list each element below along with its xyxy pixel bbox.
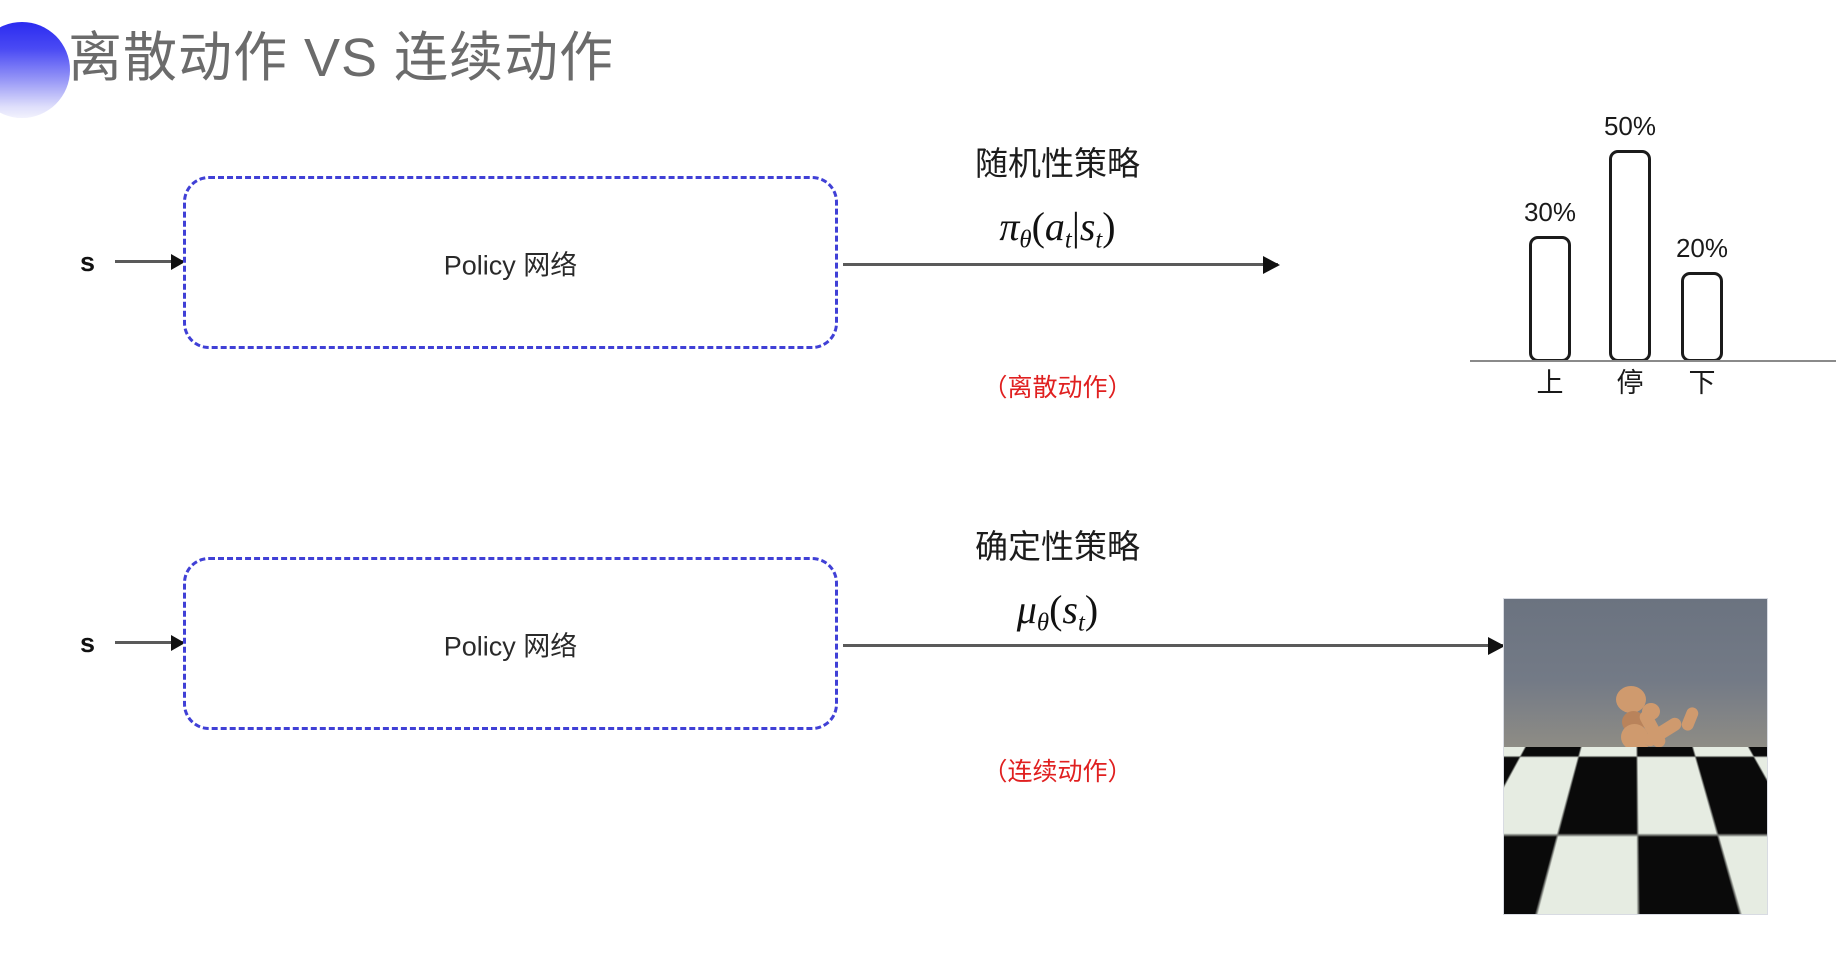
bar-value-label-1: 50% xyxy=(1603,111,1657,141)
formula-head-sub-continuous: θ xyxy=(1036,609,1050,637)
policy-network-label-continuous: Policy 网络 xyxy=(443,631,578,661)
policy-network-label-discrete: Policy 网络 xyxy=(443,250,578,280)
formula-bar-discrete: | xyxy=(1071,204,1080,249)
policy-formula-continuous: μθ(st) xyxy=(930,586,1185,637)
formula-head-discrete: π xyxy=(999,204,1020,249)
formula-open-paren-discrete: ( xyxy=(1031,204,1045,249)
bar-value-label-0: 30% xyxy=(1523,197,1577,227)
input-state-label-discrete: s xyxy=(80,247,96,277)
bar-rect-0 xyxy=(1529,236,1571,362)
formula-open-paren-continuous: ( xyxy=(1049,587,1063,632)
policy-network-box-continuous[interactable]: Policy 网络 xyxy=(183,557,838,730)
formula-arg1-discrete: a xyxy=(1044,204,1065,249)
bar-chart-plot-area: 30% 50% 20% xyxy=(1470,100,1836,362)
formula-close-paren-continuous: ) xyxy=(1084,587,1099,632)
bar-group-2: 20% xyxy=(1667,233,1737,362)
policy-formula-discrete: πθ(at|st) xyxy=(930,203,1185,254)
humanoid-foot-left xyxy=(1593,839,1627,855)
formula-arg1-continuous: s xyxy=(1062,587,1078,632)
bar-rect-2 xyxy=(1681,272,1723,362)
bar-category-label-1: 停 xyxy=(1616,368,1644,398)
humanoid-simulation-image xyxy=(1503,598,1768,915)
bar-value-label-2: 20% xyxy=(1675,233,1729,263)
input-state-label-continuous: s xyxy=(80,628,96,658)
formula-arg2-discrete: s xyxy=(1079,204,1096,249)
input-arrow-continuous xyxy=(115,641,183,644)
policy-network-box-discrete[interactable]: Policy 网络 xyxy=(183,176,838,349)
bar-group-1: 50% xyxy=(1595,111,1665,362)
output-arrow-continuous xyxy=(843,644,1503,647)
bar-category-label-2: 下 xyxy=(1688,368,1716,398)
policy-caption-continuous: 确定性策略 μθ(st) xyxy=(930,520,1185,637)
policy-caption-discrete: 随机性策略 πθ(at|st) xyxy=(930,137,1185,254)
formula-arg1-sub-discrete: t xyxy=(1064,226,1072,254)
formula-close-paren-discrete: ) xyxy=(1102,204,1116,249)
policy-type-title-discrete: 随机性策略 xyxy=(975,145,1140,182)
formula-arg2-sub-discrete: t xyxy=(1095,226,1103,254)
action-type-note-continuous: （连续动作） xyxy=(982,758,1133,786)
discrete-action-bar-chart: 30% 50% 20% 上 停 下 xyxy=(1470,100,1836,400)
humanoid-head xyxy=(1616,686,1646,713)
bar-category-label-0: 上 xyxy=(1536,368,1564,398)
bar-chart-baseline-axis xyxy=(1470,360,1836,362)
output-arrow-discrete xyxy=(843,263,1278,266)
formula-arg1-sub-continuous: t xyxy=(1077,609,1085,637)
formula-head-sub-discrete: θ xyxy=(1019,226,1032,254)
input-arrow-discrete xyxy=(115,260,183,263)
formula-head-continuous: μ xyxy=(1016,587,1037,632)
policy-type-title-continuous: 确定性策略 xyxy=(975,528,1140,565)
page-title: 离散动作 VS 连续动作 xyxy=(68,28,615,88)
bar-group-0: 30% xyxy=(1515,197,1585,362)
title-decoration-circle-icon xyxy=(0,22,70,118)
bar-rect-1 xyxy=(1609,150,1651,362)
action-type-note-discrete: （离散动作） xyxy=(982,374,1133,402)
